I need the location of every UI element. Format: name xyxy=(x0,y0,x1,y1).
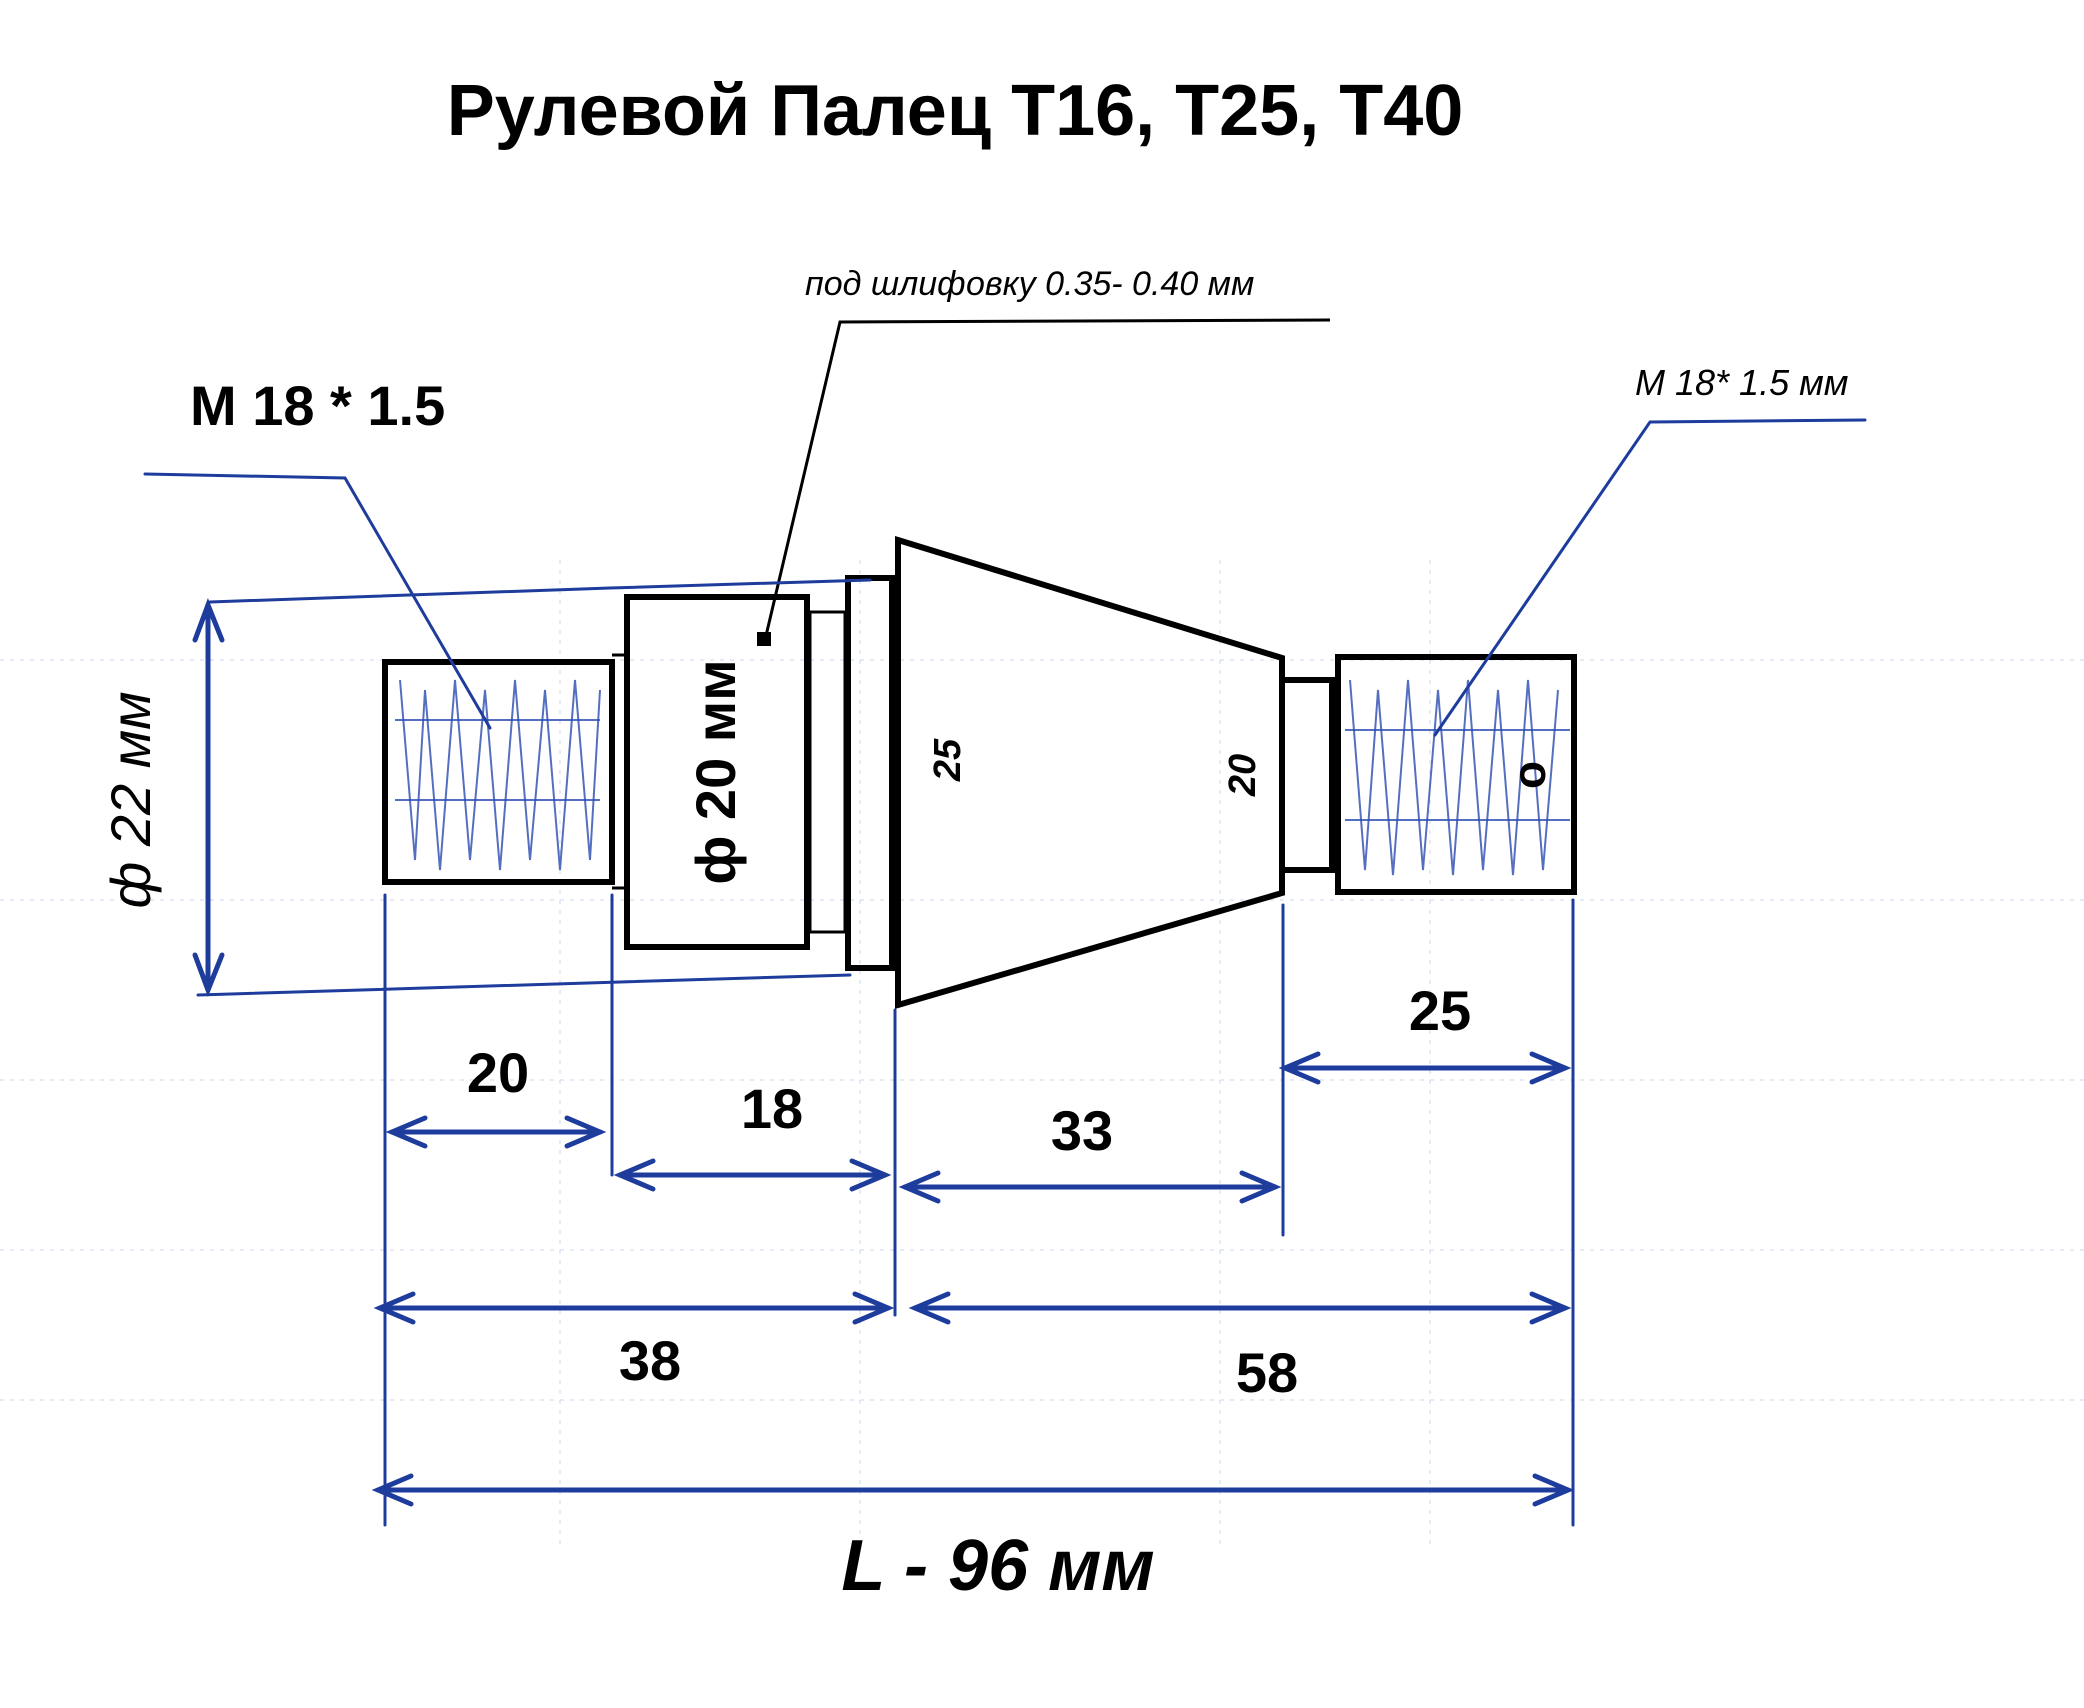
ground-journal-section xyxy=(624,594,810,950)
taper-large-diameter-label: 25 xyxy=(927,738,969,782)
extension-lines xyxy=(383,893,1575,1527)
dimension-38 xyxy=(373,1291,895,1325)
dimension-20 xyxy=(385,1115,607,1149)
dimension-18-value: 18 xyxy=(741,1077,803,1140)
right-thread-callout: M 18* 1.5 мм xyxy=(1635,362,1848,403)
left-thread-callout: M 18 * 1.5 xyxy=(190,374,445,437)
right-thread-hatching xyxy=(1345,679,1570,876)
dimension-total xyxy=(371,1473,1575,1507)
page-title: Рулевой Палец Т16, Т25, Т40 xyxy=(447,71,1464,151)
total-length-label: L - 96 мм xyxy=(841,1526,1154,1606)
dimension-58-value: 58 xyxy=(1236,1341,1298,1404)
dimension-25-value: 25 xyxy=(1409,979,1471,1042)
right-thread-section xyxy=(1335,654,1577,895)
journal-diameter-label: ф 20 мм xyxy=(684,659,747,884)
dimension-38-value: 38 xyxy=(619,1329,681,1392)
neck-section xyxy=(1279,677,1335,873)
dimension-18 xyxy=(613,1158,892,1192)
left-thread-section xyxy=(382,659,615,885)
left-thread-hatching xyxy=(395,679,601,871)
right-thread-leader xyxy=(1433,418,1867,737)
grinding-leader-dot xyxy=(757,632,771,646)
groove-section xyxy=(808,610,847,934)
part-outline xyxy=(382,535,1577,1009)
graph-paper-grid xyxy=(0,560,2084,1550)
dimension-58 xyxy=(908,1291,1572,1325)
dimension-20-value: 20 xyxy=(467,1041,529,1104)
taper-section xyxy=(895,535,1285,1009)
dimension-25 xyxy=(1278,1051,1572,1085)
end-mark-label: о xyxy=(1503,761,1555,789)
left-thread-leader xyxy=(143,472,492,730)
collar-section xyxy=(845,575,895,971)
grinding-note: под шлифовку 0.35- 0.40 мм xyxy=(805,265,1254,303)
dimension-33 xyxy=(898,1170,1282,1204)
dimension-33-value: 33 xyxy=(1051,1099,1113,1162)
outer-diameter-label: ф 22 мм xyxy=(99,692,162,909)
outer-diameter-dimension xyxy=(192,578,872,997)
taper-small-diameter-label: 20 xyxy=(1222,754,1264,797)
grinding-leader xyxy=(763,318,1331,641)
